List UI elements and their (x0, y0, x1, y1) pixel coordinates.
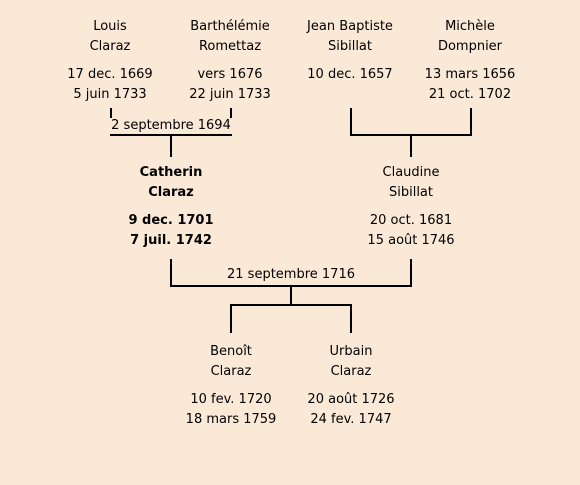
person-death-date: 24 fev. 1747 (310, 412, 392, 427)
marriage-date-grandparents: 2 septembre 1694 (106, 118, 236, 134)
person-birth-date: 20 oct. 1681 (369, 213, 453, 228)
person-urbain-claraz: Urbain Claraz 20 août 1726 24 fev. 1747 (286, 342, 416, 430)
person-birth-date: 9 dec. 1701 (128, 213, 214, 228)
person-louis-claraz: Louis Claraz 17 dec. 1669 5 juin 1733 (45, 17, 175, 105)
person-last-name: Romettaz (198, 39, 262, 54)
person-last-name: Claraz (148, 185, 194, 200)
person-claudine-sibillat: Claudine Sibillat 20 oct. 1681 15 août 1… (346, 163, 476, 251)
person-benoit-claraz: Benoît Claraz 10 fev. 1720 18 mars 1759 (166, 342, 296, 430)
person-death-date: 22 juin 1733 (189, 87, 271, 102)
person-last-name: Claraz (330, 364, 372, 379)
marriage-date-parents: 21 septembre 1716 (227, 267, 355, 282)
person-death-date: 21 oct. 1702 (428, 87, 512, 102)
connector-children (230, 304, 352, 333)
person-catherin-claraz: Catherin Claraz 9 dec. 1701 7 juil. 1742 (106, 163, 236, 251)
person-first-name: Barthélémie (190, 19, 270, 34)
person-birth-date: 17 dec. 1669 (67, 67, 153, 82)
person-last-name: Dompnier (437, 39, 503, 54)
person-first-name: Louis (93, 19, 127, 34)
person-first-name: Benoît (210, 344, 252, 359)
person-birth-date: vers 1676 (197, 67, 263, 82)
person-last-name: Sibillat (388, 185, 433, 200)
person-first-name: Claudine (382, 165, 440, 180)
person-first-name: Jean Baptiste (307, 19, 393, 34)
person-birth-date: 10 fev. 1720 (190, 392, 272, 407)
person-michele-dompnier: Michèle Dompnier 13 mars 1656 21 oct. 17… (405, 17, 535, 105)
person-barthelemie-romettaz: Barthélémie Romettaz vers 1676 22 juin 1… (165, 17, 295, 105)
person-first-name: Michèle (445, 19, 495, 34)
person-birth-date: 13 mars 1656 (424, 67, 516, 82)
person-birth-date: 20 août 1726 (307, 392, 395, 407)
person-death-date: 5 juin 1733 (73, 87, 147, 102)
person-last-name: Claraz (210, 364, 252, 379)
person-first-name: Catherin (139, 165, 203, 180)
person-birth-date: 10 dec. 1657 (307, 67, 393, 82)
person-first-name: Urbain (329, 344, 373, 359)
person-death-date: 15 août 1746 (367, 233, 455, 248)
person-last-name: Claraz (89, 39, 131, 54)
person-jean-baptiste-sibillat: Jean Baptiste Sibillat 10 dec. 1657 (285, 17, 415, 85)
connector-right-grandparents (350, 108, 472, 136)
person-death-date: 18 mars 1759 (185, 412, 277, 427)
person-death-date: 7 juil. 1742 (130, 233, 212, 248)
person-last-name: Sibillat (327, 39, 372, 54)
